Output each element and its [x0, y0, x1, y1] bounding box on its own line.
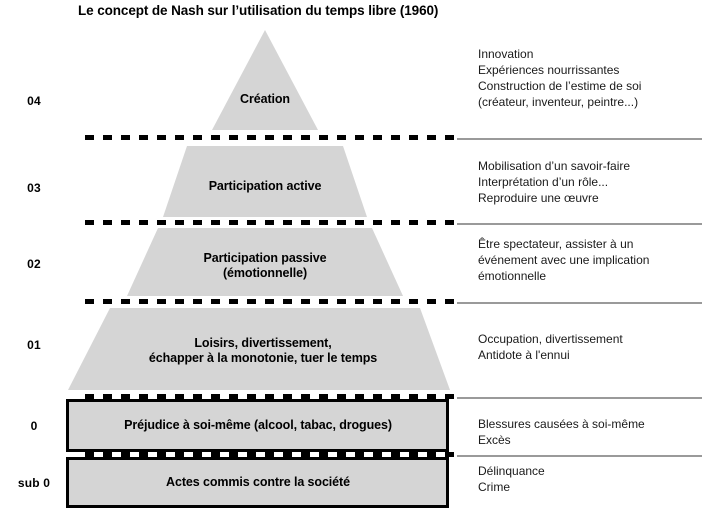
description-04: Innovation Expériences nourrissantes Con… — [478, 47, 642, 109]
description-02: Être spectateur, assister à un événement… — [478, 237, 650, 283]
description-rule-3 — [457, 302, 702, 304]
pyramid-tier-02-shape — [127, 228, 403, 296]
pyramid-tier-01-shape — [68, 308, 450, 390]
description-sub0: Délinquance Crime — [478, 464, 545, 494]
level-number-02: 02 — [27, 257, 41, 271]
level-number-04: 04 — [27, 94, 41, 108]
pyramid-tier-03-shape — [163, 146, 367, 217]
pyramid-tier-sub0-shape — [66, 457, 449, 508]
description-rule-2 — [457, 223, 702, 225]
description-rule-4 — [457, 397, 702, 399]
pyramid-tier-0-shape — [66, 399, 449, 452]
level-number-sub0: sub 0 — [17, 476, 51, 490]
level-number-0: 0 — [30, 419, 38, 433]
description-0: Blessures causées à soi-même Excès — [478, 417, 645, 447]
level-number-03: 03 — [27, 181, 41, 195]
page-title: Le concept de Nash sur l’utilisation du … — [78, 3, 439, 18]
description-01: Occupation, divertissement Antidote à l'… — [478, 332, 623, 362]
pyramid-tier-04-shape — [212, 30, 318, 130]
description-rule-1 — [457, 138, 702, 140]
description-03: Mobilisation d’un savoir-faire Interprét… — [478, 159, 631, 205]
level-number-01: 01 — [27, 338, 41, 352]
description-rule-5 — [457, 455, 702, 457]
